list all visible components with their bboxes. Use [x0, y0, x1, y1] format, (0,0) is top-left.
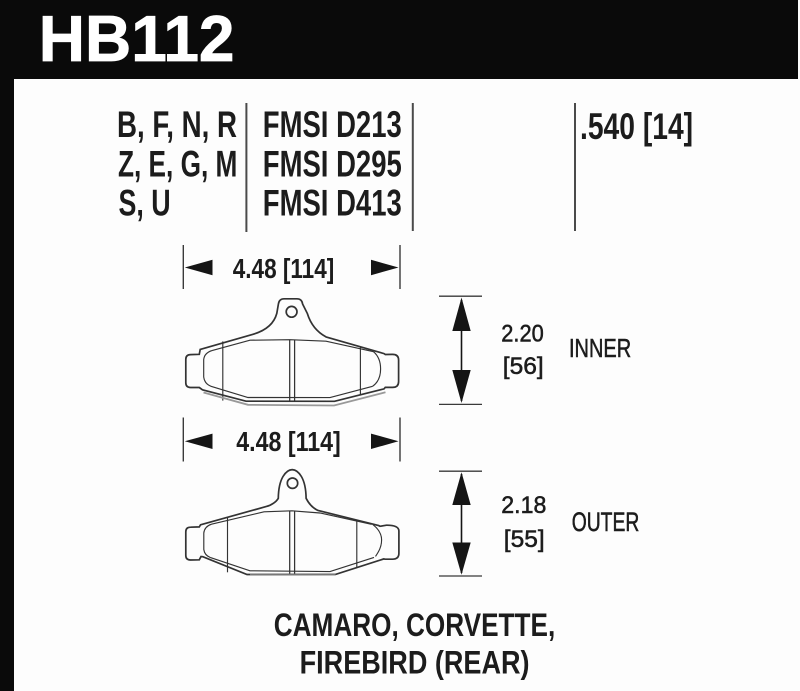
svg-text:INNER: INNER [569, 333, 631, 362]
svg-text:4.48 [114]: 4.48 [114] [233, 254, 334, 285]
svg-text:OUTER: OUTER [572, 507, 640, 537]
svg-text:.540 [14]: .540 [14] [580, 105, 693, 147]
svg-text:FIREBIRD (REAR): FIREBIRD (REAR) [300, 645, 530, 681]
svg-text:S, U: S, U [119, 182, 171, 223]
svg-text:2.20: 2.20 [501, 319, 543, 346]
svg-text:B, F, N, R: B, F, N, R [117, 103, 237, 145]
svg-text:FMSI D213: FMSI D213 [263, 103, 402, 145]
svg-text:4.48 [114]: 4.48 [114] [236, 427, 341, 457]
svg-text:[56]: [56] [503, 353, 544, 380]
svg-text:FMSI D295: FMSI D295 [263, 142, 402, 184]
svg-text:[55]: [55] [504, 526, 545, 553]
svg-text:2.18: 2.18 [501, 491, 546, 519]
svg-text:HB112: HB112 [39, 3, 235, 76]
svg-text:FMSI D413: FMSI D413 [263, 182, 402, 224]
svg-text:Z, E, G, M: Z, E, G, M [118, 143, 237, 185]
svg-text:CAMARO, CORVETTE,: CAMARO, CORVETTE, [274, 607, 555, 643]
